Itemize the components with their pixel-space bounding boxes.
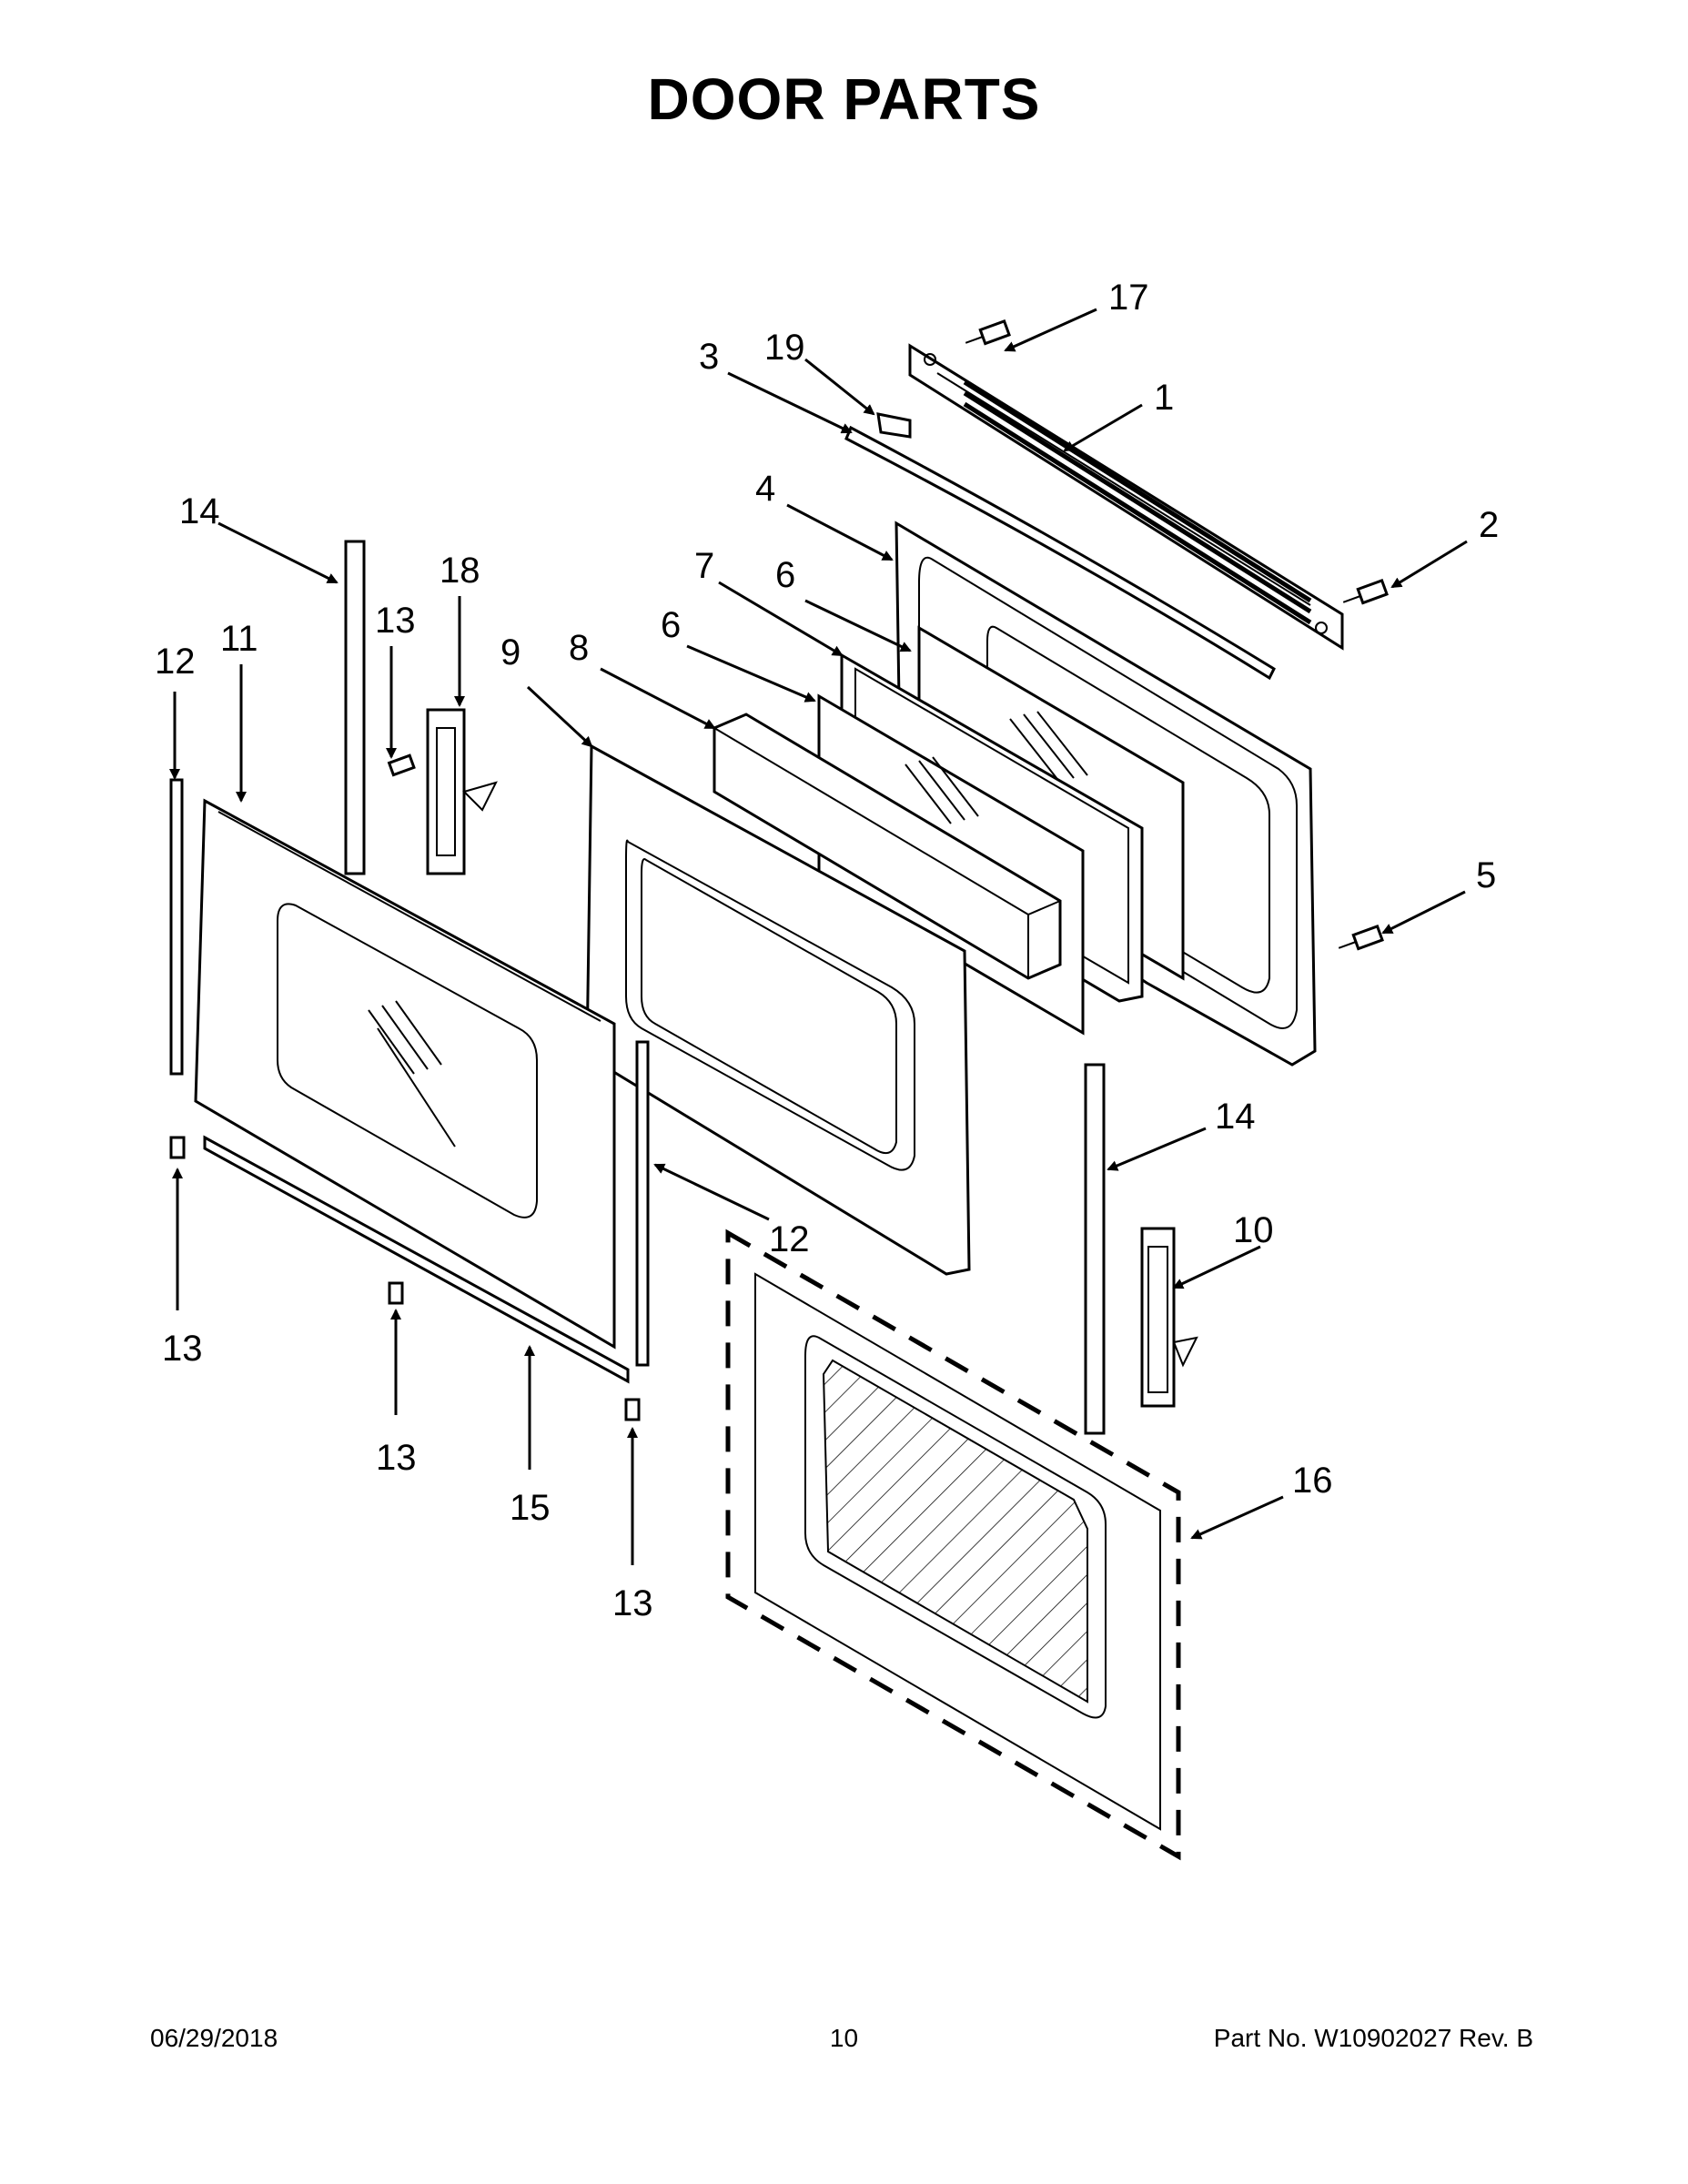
part-14-hinge-receiver-right bbox=[1084, 1063, 1106, 1435]
callout-10: 10 bbox=[1233, 1210, 1274, 1250]
callout-19: 19 bbox=[764, 328, 805, 368]
callout-8: 8 bbox=[569, 628, 589, 668]
part-15-bottom-trim bbox=[203, 1135, 630, 1384]
screw-13-bottom bbox=[388, 1281, 404, 1305]
part-19-clip bbox=[876, 412, 912, 439]
callout-18: 18 bbox=[440, 551, 480, 591]
callout-16: 16 bbox=[1292, 1461, 1333, 1501]
glass-reflection-6 bbox=[1009, 711, 1088, 784]
part-14-hinge-receiver-left bbox=[344, 540, 366, 875]
callout-5: 5 bbox=[1476, 855, 1496, 895]
glass-reflection-6b bbox=[905, 756, 979, 824]
footer-part-number: Part No. W10902027 Rev. B bbox=[1213, 2024, 1533, 2052]
leader-arrows bbox=[169, 308, 1468, 1565]
callout-13-right: 13 bbox=[612, 1583, 653, 1623]
page-title: DOOR PARTS bbox=[647, 66, 1041, 132]
screw-17 bbox=[965, 318, 1011, 346]
part-3-trim-strip bbox=[844, 425, 1276, 681]
callout-14-right: 14 bbox=[1215, 1097, 1256, 1137]
part-18-hinge bbox=[426, 708, 498, 875]
callout-1: 1 bbox=[1154, 378, 1174, 418]
part-16-door-assembly bbox=[725, 1228, 1181, 1861]
screw-5 bbox=[1338, 924, 1384, 951]
callout-6-upper: 6 bbox=[775, 555, 795, 595]
part-11-outer-door bbox=[194, 798, 616, 1350]
callout-3: 3 bbox=[699, 337, 719, 377]
callout-14-left: 14 bbox=[179, 491, 220, 531]
part-12-side-trim-left bbox=[169, 778, 184, 1076]
callout-9: 9 bbox=[500, 632, 521, 672]
vent-slots bbox=[963, 379, 1312, 625]
callout-15: 15 bbox=[510, 1488, 551, 1528]
screw-2 bbox=[1342, 578, 1389, 605]
footer-page-number: 10 bbox=[829, 2024, 859, 2052]
part-1-vent-trim bbox=[908, 343, 1344, 651]
screw-13-hinge bbox=[387, 753, 416, 777]
callout-4: 4 bbox=[755, 469, 775, 509]
callout-12-left: 12 bbox=[155, 642, 196, 682]
callout-labels: 17 1 2 3 19 4 5 7 6 6 8 9 10 11 12 12 13… bbox=[155, 278, 1499, 1623]
callout-13-left: 13 bbox=[162, 1329, 203, 1369]
callout-13-bottom: 13 bbox=[376, 1438, 417, 1478]
callout-2: 2 bbox=[1479, 505, 1499, 545]
callout-17: 17 bbox=[1108, 278, 1149, 318]
glass-reflection-11 bbox=[368, 1000, 456, 1148]
callout-7: 7 bbox=[694, 546, 714, 586]
screw-13-left bbox=[169, 1136, 186, 1159]
part-12-side-trim-right bbox=[635, 1040, 650, 1367]
callout-13-hinge: 13 bbox=[375, 601, 416, 641]
callout-12-right: 12 bbox=[769, 1219, 810, 1259]
part-10-hinge bbox=[1140, 1227, 1198, 1408]
part-9-door-frame bbox=[585, 743, 971, 1276]
callout-11: 11 bbox=[220, 619, 258, 659]
callout-6-lower: 6 bbox=[661, 605, 681, 645]
screw-13-right bbox=[624, 1398, 641, 1421]
footer-date: 06/29/2018 bbox=[150, 2024, 278, 2052]
